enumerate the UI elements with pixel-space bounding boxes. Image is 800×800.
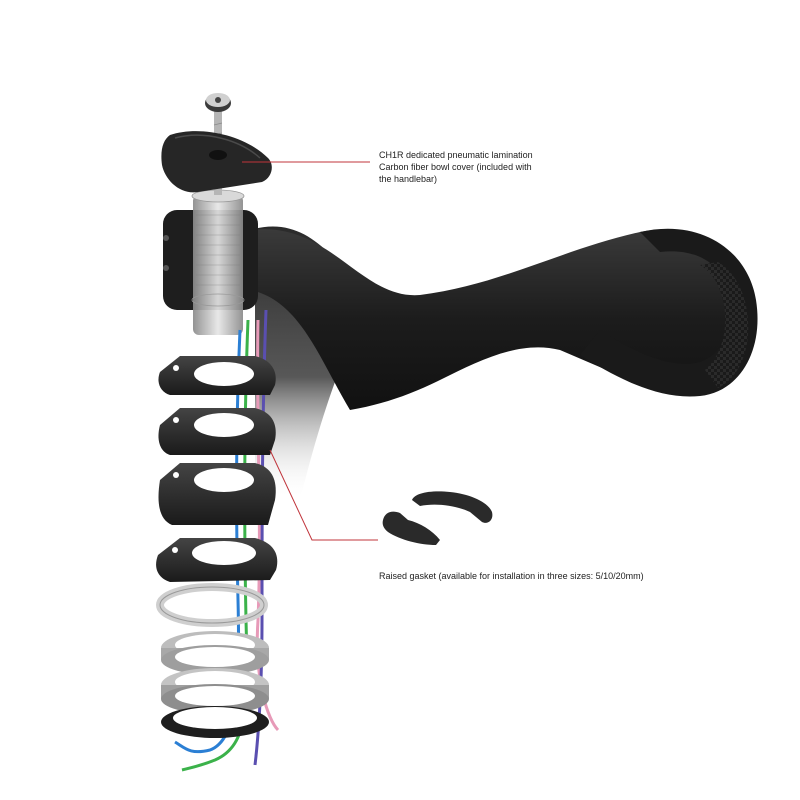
callout-leaders [242,161,378,541]
leader-bottom [269,449,378,541]
callout-bowl-cover: CH1R dedicated pneumatic lamination Carb… [379,149,533,185]
seal-ring [161,706,269,738]
bearing-top [161,631,269,675]
callout-raised-gasket: Raised gasket (available for installatio… [379,570,644,582]
spacer-base [156,538,278,582]
bearing-bottom [161,668,269,714]
callout-top-line-3: the handlebar) [379,174,438,184]
handlebar-drop [580,228,758,397]
compression-ring [156,583,268,627]
callout-bottom-text: Raised gasket (available for installatio… [379,571,644,581]
raised-gasket [382,491,493,545]
callout-top-line-1: CH1R dedicated pneumatic lamination [379,150,533,160]
callout-top-line-2: Carbon fiber bowl cover (included with [379,162,532,172]
spacer-5mm [158,356,276,395]
spacer-20mm [158,463,276,525]
carbon-weave [700,262,749,388]
spacer-10mm [158,408,276,455]
